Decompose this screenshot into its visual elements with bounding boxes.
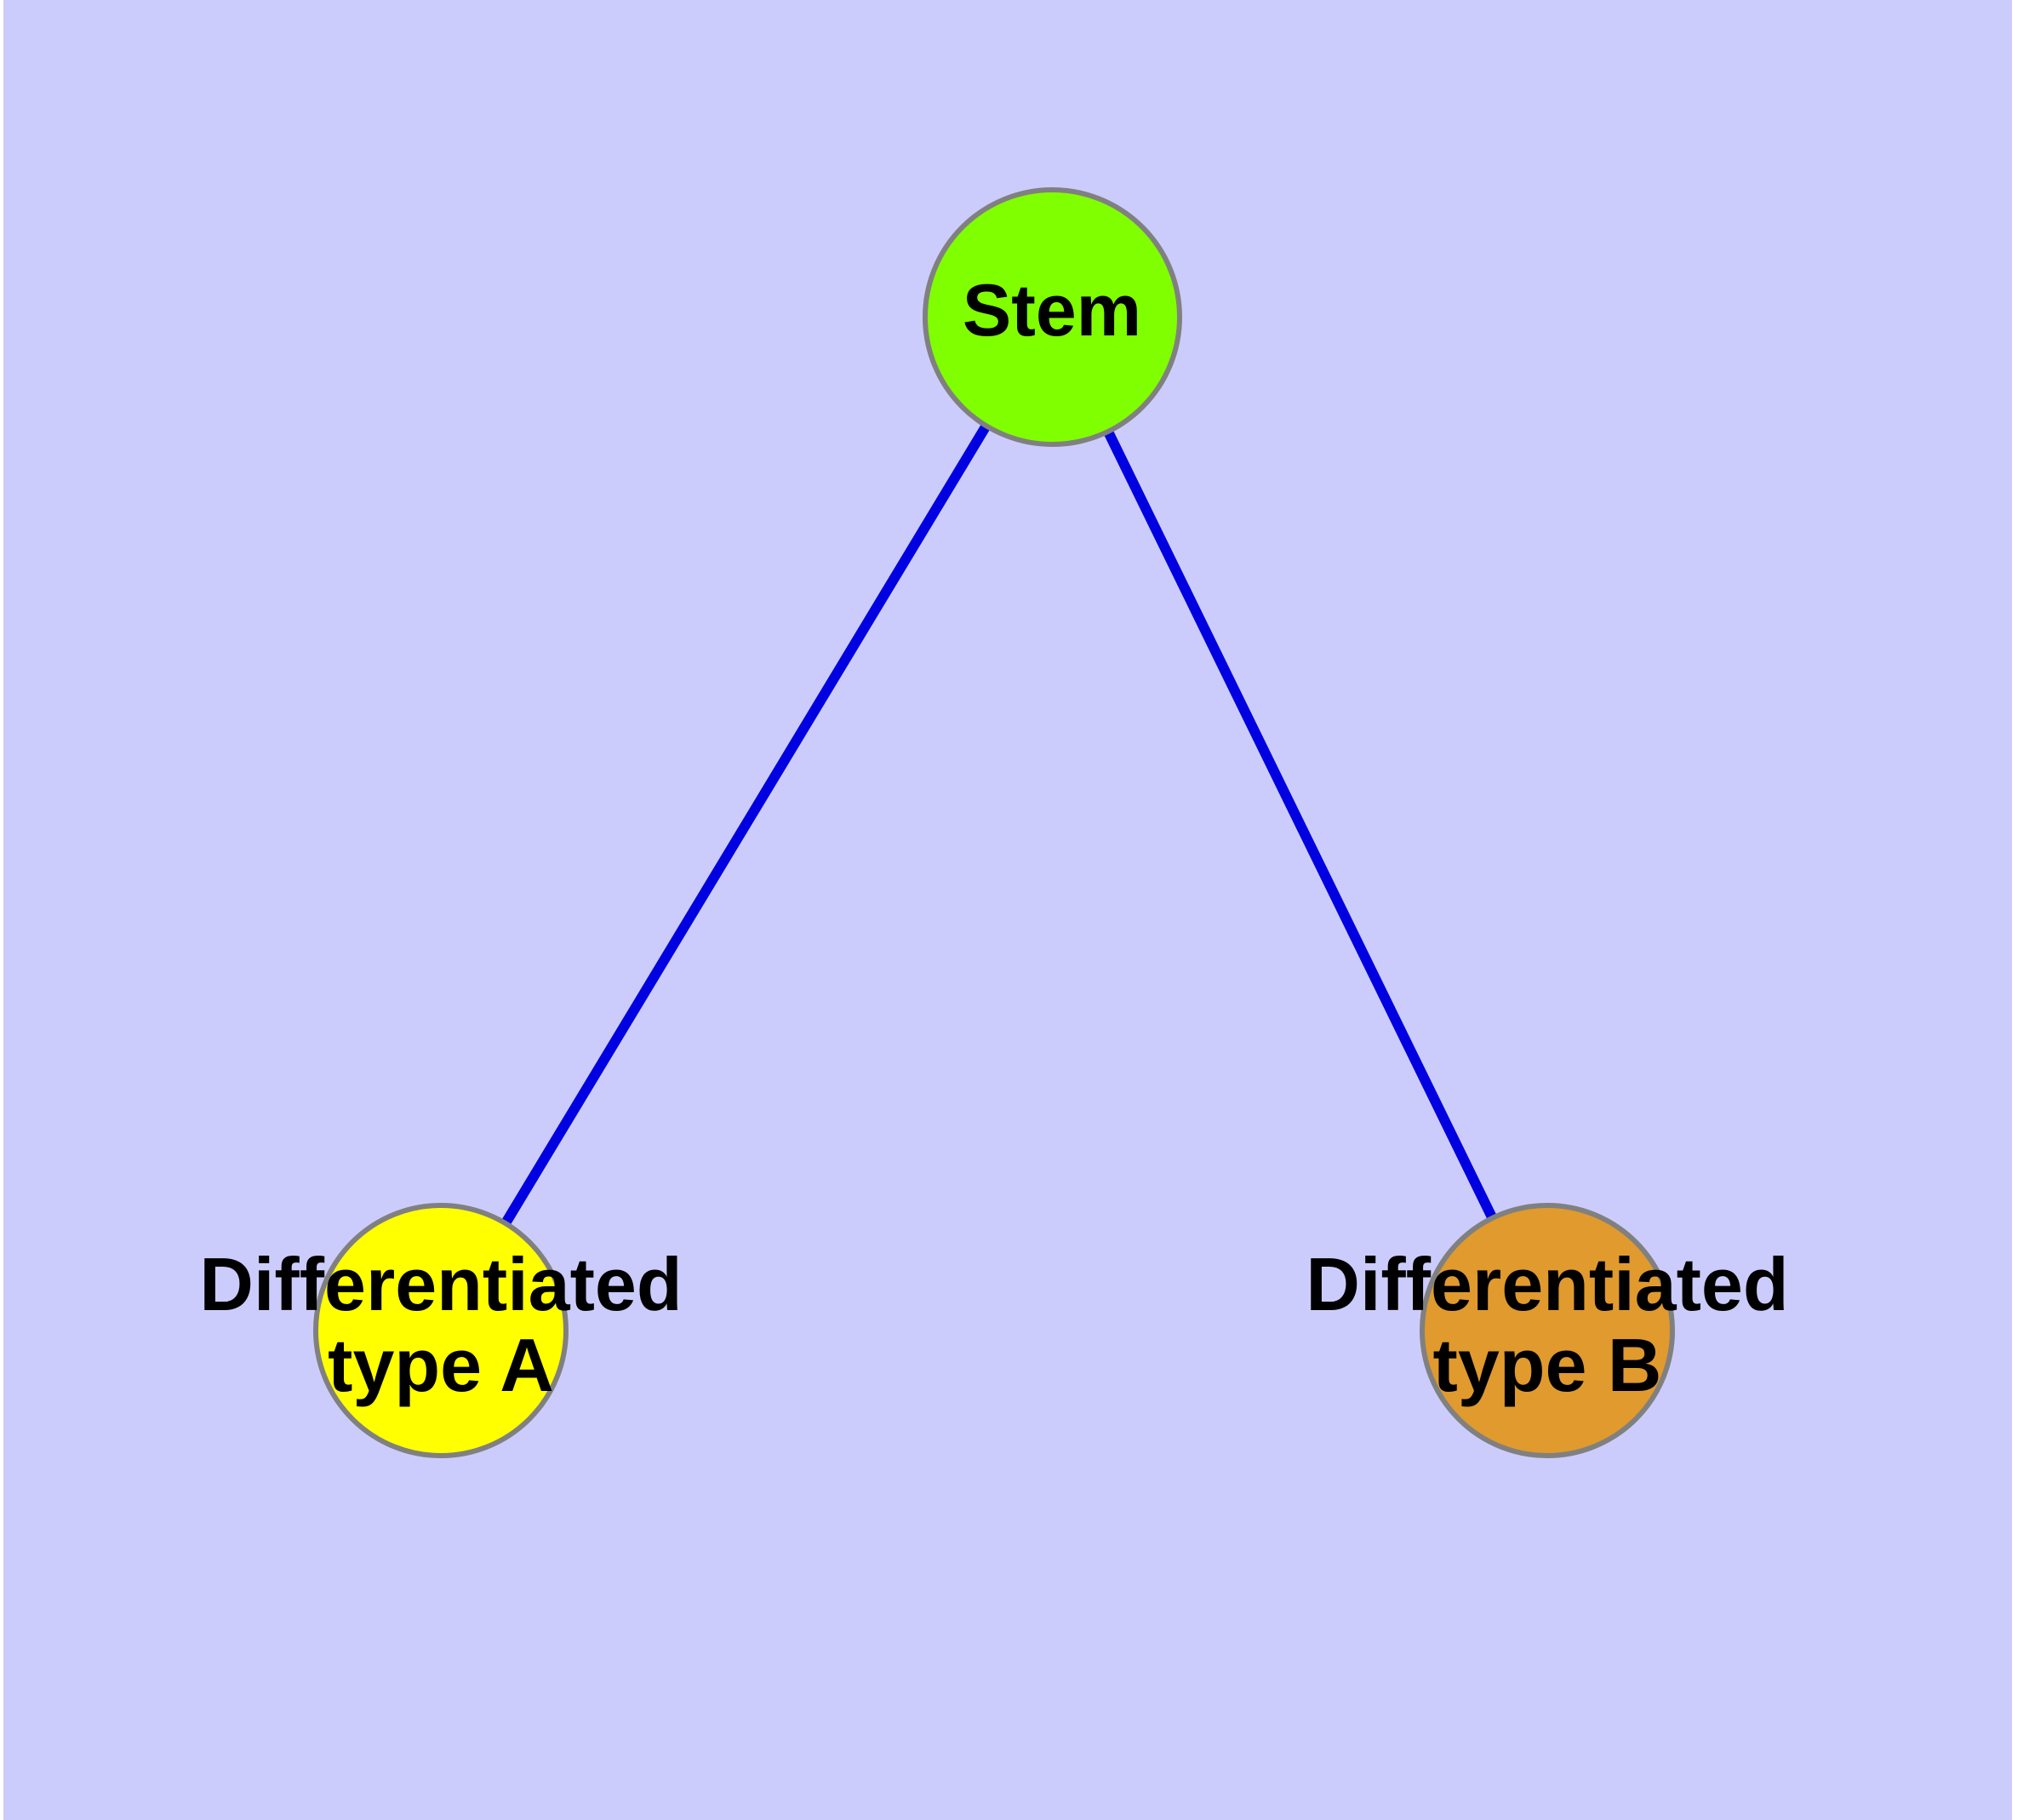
node-differentiated-type-b[interactable] (1420, 1203, 1675, 1458)
node-differentiated-type-a[interactable] (313, 1203, 569, 1458)
graph-plot-area: Stem Differentiated type A Differentiate… (3, 0, 2012, 1820)
edge-layer (436, 313, 1552, 1334)
node-layer: Stem Differentiated type A Differentiate… (3, 0, 2012, 1820)
edge-stem-to-differentiated-type-a (436, 313, 1057, 1334)
node-stem[interactable] (922, 186, 1182, 447)
edge-stem-to-differentiated-type-b (1047, 314, 1552, 1333)
